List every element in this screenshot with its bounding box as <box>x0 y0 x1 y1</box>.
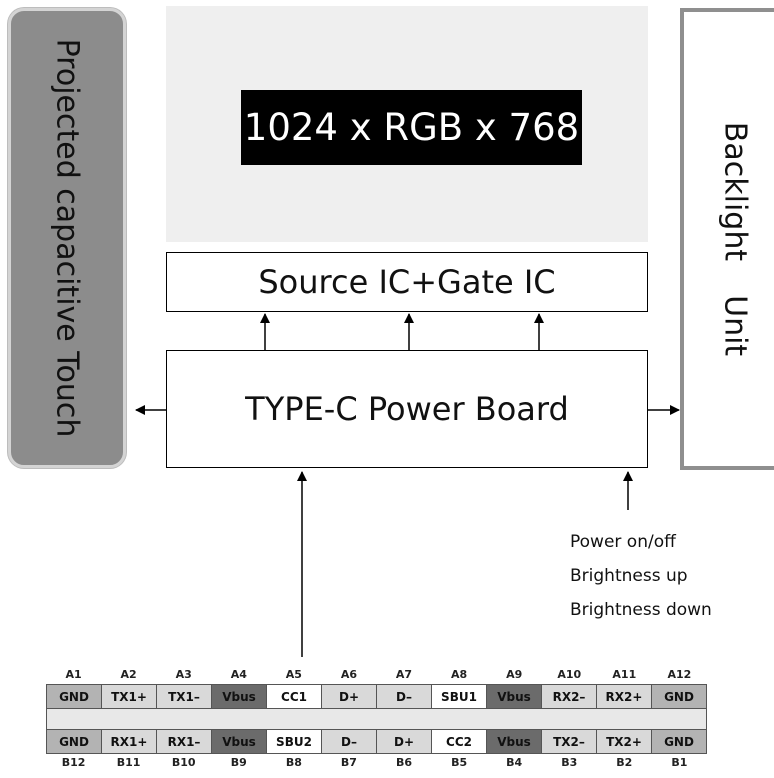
pin-cell: GND <box>651 729 707 754</box>
pin-cell: RX2– <box>541 684 597 709</box>
type-c-power-board-block: TYPE-C Power Board <box>166 350 648 468</box>
pin-number: B6 <box>395 756 413 769</box>
connector-tongue <box>46 709 707 729</box>
pin-number: B5 <box>451 756 468 769</box>
pin-number: B9 <box>230 756 247 769</box>
pin-number: B3 <box>561 756 578 769</box>
bottom-pin-numbers: B12 B11 B10 B9 B8 B7 B6 B5 B4 B3 B2 B1 <box>46 754 707 772</box>
pin-number: B11 <box>116 756 141 769</box>
pin-number: A12 <box>667 668 692 681</box>
pin-cell: Vbus <box>211 729 267 754</box>
control-brightness-up: Brightness up <box>570 566 688 586</box>
pin-cell: Vbus <box>211 684 267 709</box>
pin-number: A7 <box>395 668 413 681</box>
pin-cell: GND <box>46 684 102 709</box>
pin-cell: TX2+ <box>596 729 652 754</box>
backlight-unit-block: BacklightUnit <box>680 8 774 470</box>
pin-number: A8 <box>451 668 468 681</box>
pin-cell: GND <box>46 729 102 754</box>
pin-cell: SBU1 <box>431 684 487 709</box>
pin-number: B7 <box>340 756 357 769</box>
pin-cell: D– <box>376 684 432 709</box>
pin-cell: RX1– <box>156 729 212 754</box>
pin-cell: Vbus <box>486 729 542 754</box>
pin-cell: D– <box>321 729 377 754</box>
pin-number: B12 <box>61 756 86 769</box>
top-pin-numbers: A1 A2 A3 A4 A5 A6 A7 A8 A9 A10 A11 A12 <box>46 666 707 684</box>
pin-number: A9 <box>506 668 523 681</box>
pin-number: A3 <box>175 668 192 681</box>
pin-number: B8 <box>285 756 302 769</box>
touch-panel-block: Projected capacitive Touch <box>8 8 126 468</box>
pin-cell: SBU2 <box>266 729 322 754</box>
pin-cell: RX2+ <box>596 684 652 709</box>
pin-cell: D+ <box>321 684 377 709</box>
pin-number: A10 <box>557 668 582 681</box>
pin-number: A2 <box>120 668 137 681</box>
pin-number: A4 <box>230 668 247 681</box>
control-power: Power on/off <box>570 532 676 552</box>
pin-cell: TX2– <box>541 729 597 754</box>
pin-cell: RX1+ <box>101 729 157 754</box>
pin-cell: CC2 <box>431 729 487 754</box>
pin-number: B1 <box>671 756 688 769</box>
pin-cell: CC1 <box>266 684 322 709</box>
source-gate-ic-block: Source IC+Gate IC <box>166 252 648 312</box>
pin-number: B4 <box>506 756 523 769</box>
pin-number: A6 <box>340 668 358 681</box>
pin-number: B10 <box>171 756 196 769</box>
pin-number: A11 <box>612 668 637 681</box>
control-brightness-down: Brightness down <box>570 600 712 620</box>
pin-number: B2 <box>616 756 633 769</box>
pin-number: A5 <box>285 668 302 681</box>
pin-cell: Vbus <box>486 684 542 709</box>
pin-cell: D+ <box>376 729 432 754</box>
resolution-label: 1024 x RGB x 768 <box>241 90 582 165</box>
pin-number: A1 <box>65 668 82 681</box>
pin-cell: TX1– <box>156 684 212 709</box>
pin-cell: GND <box>651 684 707 709</box>
pin-cell: TX1+ <box>101 684 157 709</box>
